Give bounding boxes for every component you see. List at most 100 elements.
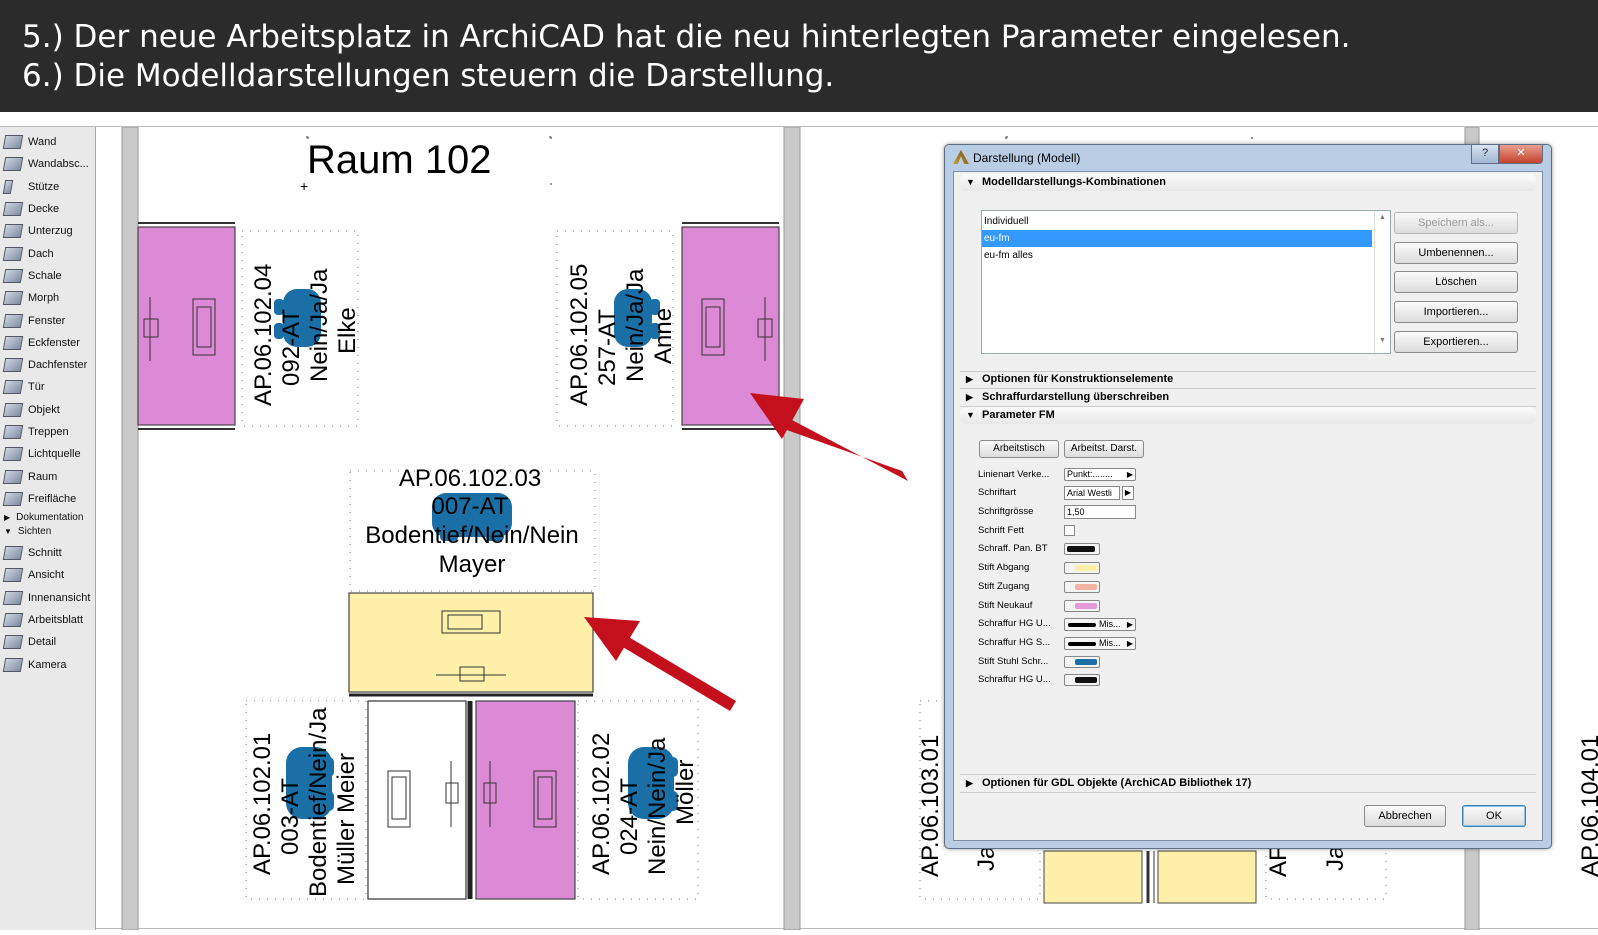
svg-text:Nein/Nein/Ja: Nein/Nein/Ja [644,737,671,875]
tool-column[interactable]: Stütze [0,176,95,198]
param-label: Stift Stuhl Schr... [978,656,1049,667]
param-label: Schraffur HG U... [978,674,1051,685]
param-label: Linienart Verke... [978,469,1050,480]
door-icon [2,380,24,395]
arrow-right-icon: ▶ [1126,470,1133,479]
section-gdl-options[interactable]: ▶Optionen für GDL Objekte (ArchiCAD Bibl… [960,775,1536,792]
svg-text:Elke: Elke [334,307,361,354]
column-icon [2,179,14,194]
chair-desk-05 [614,289,660,347]
svg-text:+: + [300,178,308,194]
tool-corner-window[interactable]: Eckfenster [0,332,95,354]
pen-new-purchase-swatch[interactable] [1064,600,1100,612]
svg-text:257-AT: 257-AT [594,309,621,386]
label-desk-05: AP.06.102.05 257-AT Nein/Ja/Ja Anne [566,264,677,406]
tool-section[interactable]: Schnitt [0,542,95,564]
desk-pink-top-left [137,222,236,430]
tool-morph[interactable]: Morph [0,287,95,309]
help-button[interactable]: ? [1471,145,1499,164]
font-field[interactable]: Arial Westli [1064,486,1120,500]
tool-beam[interactable]: Unterzug [0,220,95,242]
fill-bg-s-selector[interactable]: Mis...▶ [1064,637,1136,650]
instruction-banner: 5.) Der neue Arbeitsplatz in ArchiCAD ha… [0,0,1598,112]
combinations-list[interactable]: Individuell eu-fm eu-fm alles ▲▼ [981,210,1391,354]
svg-text:Nein/Ja/Ja: Nein/Ja/Ja [622,268,649,382]
tool-worksheet[interactable]: Arbeitsblatt [0,609,95,631]
param-label: Schraff. Pan. BT [978,543,1048,554]
label-fragment-3: Ja [1322,845,1349,871]
delete-button[interactable]: Löschen [1394,271,1518,293]
tool-slab[interactable]: Decke [0,198,95,220]
list-item[interactable]: Individuell [984,216,1029,227]
section-fill-override[interactable]: ▶Schraffurdarstellung überschreiben [960,389,1536,406]
zone-icon [2,469,24,484]
tool-object[interactable]: Objekt [0,399,95,421]
pen-disposal-swatch[interactable] [1064,562,1100,574]
tool-zone[interactable]: Raum [0,465,95,487]
section-construction-options[interactable]: ▶Optionen für Konstruktionselemente [960,371,1536,388]
corner-window-icon [2,335,24,350]
tool-window[interactable]: Fenster [0,309,95,331]
svg-text:AP.06.102.05: AP.06.102.05 [566,264,593,406]
camera-icon [2,657,24,672]
list-item[interactable]: eu-fm alles [984,250,1033,261]
tool-detail[interactable]: Detail [0,631,95,653]
chair-desk-01 [286,747,334,819]
stair-icon [2,425,24,439]
desk-yellow-center [348,592,594,697]
list-item-selected[interactable]: eu-fm [982,230,1372,247]
linetype-selector[interactable]: Punkt:........▶ [1064,468,1136,481]
svg-text:Mayer: Mayer [439,551,506,578]
bold-checkbox[interactable] [1064,525,1075,536]
tool-lamp[interactable]: Lichtquelle [0,443,95,465]
list-scrollbar[interactable]: ▲▼ [1374,211,1390,353]
pen-addition-swatch[interactable] [1064,581,1100,593]
font-size-field[interactable]: 1,50 [1064,505,1136,519]
tool-mesh[interactable]: Freifläche [0,488,95,510]
ok-button[interactable]: OK [1462,805,1526,827]
section-views[interactable]: ▼Sichten [4,525,52,537]
fill-bg-u-selector[interactable]: Mis...▶ [1064,618,1136,631]
param-label: Schraffur HG S... [978,637,1051,648]
param-label: Schriftart [978,487,1017,498]
tab-workdesk[interactable]: Arbeitstisch [979,440,1059,458]
banner-line-1: 5.) Der neue Arbeitsplatz in ArchiCAD ha… [22,19,1351,55]
svg-text:AP.06.102.03: AP.06.102.03 [399,465,541,492]
save-as-button[interactable]: Speichern als... [1394,212,1518,234]
fill-bg-u2-swatch[interactable] [1064,674,1100,686]
tool-door[interactable]: Tür [0,376,95,398]
font-menu-button[interactable]: ▶ [1122,486,1134,500]
chair-desk-03 [432,493,512,541]
worksheet-icon [2,613,24,628]
fill-pen-swatch[interactable] [1064,543,1100,555]
mesh-icon [2,491,24,506]
collapse-triangle-icon: ▼ [966,177,975,187]
export-button[interactable]: Exportieren... [1394,331,1518,353]
wall-icon [2,135,24,150]
cancel-button[interactable]: Abbrechen [1364,805,1446,827]
rename-button[interactable]: Umbenennen... [1394,242,1518,264]
tool-elevation[interactable]: Ansicht [0,564,95,586]
lamp-icon [2,447,24,462]
pen-chair-fill-swatch[interactable] [1064,656,1100,668]
tool-skylight[interactable]: Dachfenster [0,354,95,376]
tool-interior-elevation[interactable]: Innenansicht [0,587,95,609]
tab-workdesk-display[interactable]: Arbeitst. Darst. [1064,440,1144,458]
tool-camera[interactable]: Kamera [0,654,95,676]
section-model-display-combinations[interactable]: ▼Modelldarstellungs-Kombinationen [960,174,1536,191]
svg-text:Bodentief/Nein/Nein: Bodentief/Nein/Nein [365,522,578,549]
section-parameter-fm[interactable]: ▼Parameter FM [960,407,1536,424]
floor-plan: Raum 102 + [121,127,1598,930]
close-button[interactable]: ✕ [1499,145,1543,164]
tool-curtain-wall[interactable]: Wandabsc... [0,153,95,175]
tool-roof[interactable]: Dach [0,242,95,264]
param-label: Schraffur HG U... [978,618,1051,629]
tool-stair[interactable]: Treppen [0,421,95,443]
dialog-title: Darstellung (Modell) [973,151,1081,165]
import-button[interactable]: Importieren... [1394,301,1518,323]
tool-shell[interactable]: Schale [0,265,95,287]
section-icon [2,546,24,561]
tool-wall[interactable]: Wand [0,131,95,153]
arrow-to-yellow-desk [584,617,736,711]
section-documentation[interactable]: ▶Dokumentation [4,511,84,523]
